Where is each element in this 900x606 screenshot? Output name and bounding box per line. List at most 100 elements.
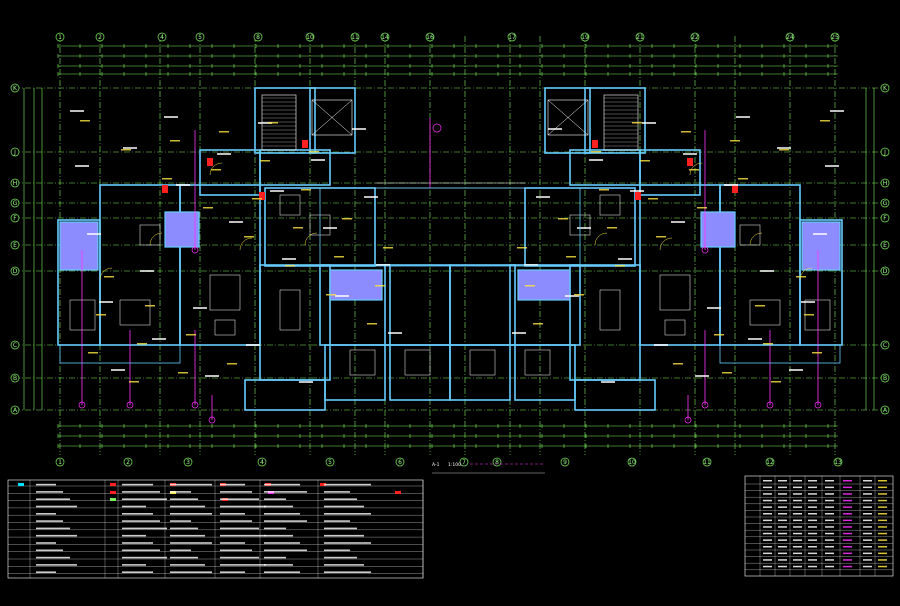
legend-text: [324, 498, 357, 500]
furniture: [349, 349, 376, 376]
schedule-cell-text: [778, 552, 787, 555]
schedule-cell-text: [793, 546, 802, 548]
annotation-text: [789, 369, 803, 371]
magenta-marker: [701, 246, 709, 254]
schedule-cell-text: [878, 519, 887, 522]
annotation-text: [630, 190, 644, 192]
annotation-text: [364, 196, 378, 198]
schedule-cell-text: [878, 513, 887, 515]
legend-text: [264, 527, 286, 530]
legend-text: [324, 527, 357, 530]
fire-hydrant: [687, 158, 693, 166]
annotation-text-yellow: [309, 151, 319, 153]
schedule-cell-text: [778, 559, 787, 561]
schedule-cell-text: [825, 532, 834, 535]
annotation-text: [193, 307, 207, 309]
schedule-cell-text: [863, 499, 872, 502]
annotation-text-yellow: [96, 314, 106, 316]
axis-bubble-label: D: [13, 268, 18, 275]
axis-bubble: [702, 457, 712, 467]
axis-bubble: [880, 266, 890, 276]
axis-bubble: [880, 405, 890, 415]
annotation-text-yellow: [558, 218, 568, 220]
annotation-text: [376, 264, 390, 266]
annotation-text-yellow: [178, 372, 188, 374]
legend-text: [220, 498, 259, 500]
legend-text: [170, 549, 191, 552]
schedule-cell-text: [863, 546, 872, 548]
schedule-cell-text: [825, 499, 834, 502]
wall: [244, 379, 326, 411]
axis-bubble: [880, 240, 890, 250]
legend-text: [122, 534, 146, 537]
annotation-text-yellow: [137, 343, 147, 345]
axis-bubble-label: H: [13, 180, 18, 187]
schedule-cell-text: [825, 565, 834, 568]
legend-table: [7, 479, 424, 579]
annotation-text-yellow: [268, 122, 278, 124]
annotation-text-yellow: [763, 343, 773, 345]
annotation-text: [695, 375, 709, 377]
legend-text: [324, 571, 371, 573]
annotation-text-yellow: [80, 120, 90, 122]
legend-text: [220, 534, 266, 537]
room-fill: [700, 211, 736, 248]
annotation-text-yellow: [170, 140, 180, 142]
axis-bubble: [880, 198, 890, 208]
elevator: [547, 99, 589, 136]
annotation-text-yellow: [632, 122, 642, 124]
annotation-text-yellow: [367, 323, 377, 325]
schedule-cell-text: [808, 546, 817, 548]
annotation-text-yellow: [615, 265, 625, 267]
annotation-text-yellow: [738, 178, 748, 180]
annotation-text: [801, 301, 815, 303]
legend-text: [264, 520, 307, 522]
schedule-cell-text: [843, 539, 852, 541]
door-swing: [149, 232, 163, 246]
schedule-cell-text: [808, 539, 817, 541]
annotation-text-yellow: [219, 131, 229, 133]
schedule-cell-text: [843, 493, 852, 495]
axis-bubble-label: B: [13, 375, 17, 382]
annotation-text: [99, 301, 113, 303]
annotation-text-yellow: [689, 169, 699, 171]
schedule-cell-text: [808, 513, 817, 515]
legend-text: [36, 534, 77, 537]
schedule-cell-text: [825, 539, 834, 541]
schedule-cell-text: [825, 559, 834, 561]
schedule-cell-text: [808, 506, 817, 508]
schedule-cell-text: [878, 506, 887, 508]
schedule-cell-text: [808, 565, 817, 568]
axis-bubble: [690, 32, 700, 42]
annotation-text-yellow: [779, 149, 789, 151]
axis-bubble-label: K: [883, 85, 888, 92]
annotation-text: [654, 344, 668, 346]
schedule-cell-text: [843, 546, 852, 548]
annotation-text-yellow: [285, 265, 295, 267]
schedule-cell-text: [863, 565, 872, 568]
furniture: [469, 349, 496, 376]
furniture: [279, 289, 301, 331]
axis-bubble-label: 14: [381, 34, 389, 41]
axis-bubble-label: 16: [426, 34, 434, 41]
annotation-text: [299, 381, 313, 383]
annotation-text: [270, 190, 284, 192]
schedule-cell-text: [778, 546, 787, 548]
fire-hydrant: [259, 192, 265, 200]
legend-text: [36, 491, 63, 493]
schedule-cell-text: [878, 532, 887, 535]
plan-caption: A-1 1:100: [432, 462, 545, 474]
annotation-text-yellow: [129, 381, 139, 383]
annotation-text: [282, 258, 296, 260]
axis-bubble-label: D: [883, 268, 888, 275]
schedule-cell-text: [808, 486, 817, 489]
schedule-cell-text: [763, 493, 772, 495]
axis-bubble: [880, 83, 890, 93]
annotation-text-yellow: [227, 363, 237, 365]
axis-bubble-label: F: [883, 215, 887, 222]
magenta-marker: [191, 246, 199, 254]
schedule-cell-text: [825, 513, 834, 515]
annotation-text-yellow: [203, 207, 213, 209]
legend-text: [324, 542, 371, 544]
legend-text: [324, 534, 364, 537]
